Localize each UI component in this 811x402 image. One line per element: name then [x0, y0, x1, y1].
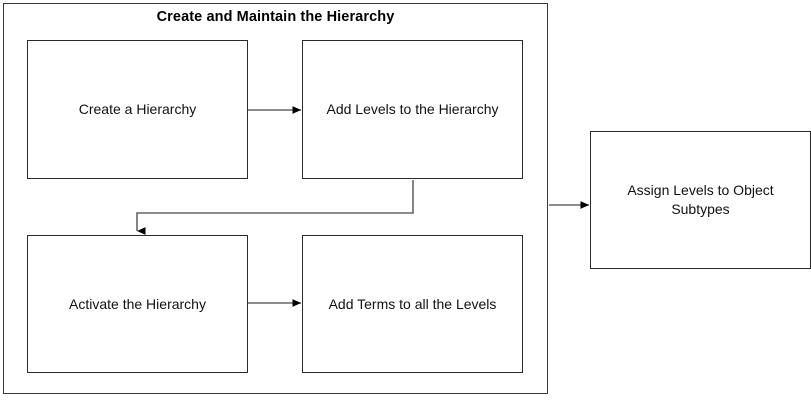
node-label: Add Levels to the Hierarchy [326, 101, 499, 117]
node-label: Add Terms to all the Levels [328, 295, 497, 312]
node-label: Assign Levels to Object Subtypes [627, 182, 774, 217]
node-add-terms[interactable]: Add Terms to all the Levels [302, 235, 523, 373]
node-activate-hierarchy[interactable]: Activate the Hierarchy [27, 235, 248, 373]
group-title: Create and Maintain the Hierarchy [156, 9, 395, 25]
node-label: Activate the Hierarchy [69, 295, 206, 312]
node-add-levels[interactable]: Add Levels to the Hierarchy [302, 40, 523, 179]
node-label: Create a Hierarchy [78, 101, 197, 117]
node-create-hierarchy[interactable]: Create a Hierarchy [27, 40, 248, 179]
node-assign-levels[interactable]: Assign Levels to Object Subtypes [590, 131, 811, 269]
